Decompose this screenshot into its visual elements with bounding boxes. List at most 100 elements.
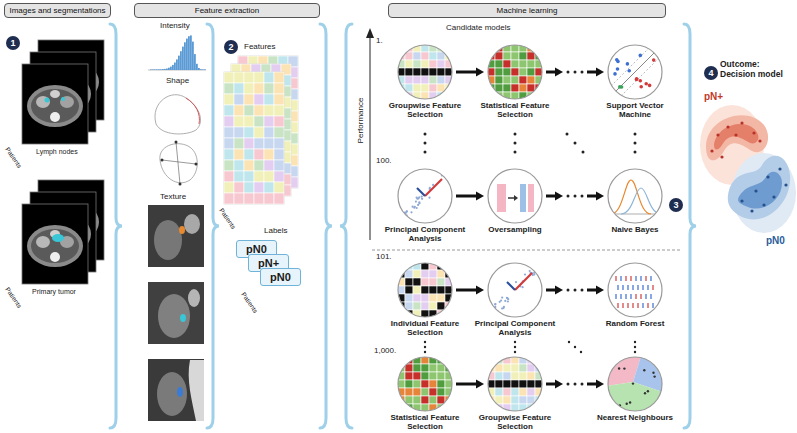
art-circle — [567, 71, 570, 74]
node-text: 4 — [708, 68, 713, 78]
model-step-circle: Individual Feature Selection — [397, 262, 453, 318]
image-caption: Primary tumor — [32, 288, 76, 295]
art-rect — [429, 380, 437, 388]
flow-arrow — [456, 380, 484, 389]
arrow-head — [476, 286, 484, 295]
art-rect — [421, 364, 429, 372]
art-circle — [514, 346, 516, 348]
art-circle — [608, 263, 662, 317]
art-rect — [254, 171, 264, 182]
art-rect — [503, 364, 511, 372]
art-rect — [244, 72, 254, 83]
art-rect — [162, 69, 164, 71]
rank-number: 101. — [376, 252, 392, 261]
art-rect — [495, 380, 503, 388]
art-rect — [234, 94, 244, 105]
art-circle — [720, 155, 723, 158]
art-rect — [254, 138, 264, 149]
art-circle — [653, 375, 655, 377]
art-rect — [421, 286, 429, 294]
art-rect — [405, 380, 413, 388]
art-rect — [274, 138, 284, 149]
art-circle — [639, 79, 643, 83]
art-rect — [166, 69, 168, 71]
art-rect — [429, 52, 437, 60]
art-rect — [234, 72, 244, 83]
art-circle — [398, 45, 452, 99]
art-rect — [519, 84, 527, 92]
art-path — [684, 24, 696, 428]
arrow-head — [476, 192, 484, 201]
node-text: Machine learning — [497, 6, 558, 15]
art-rect — [264, 105, 274, 116]
art-rect — [204, 69, 206, 71]
art-line — [632, 303, 633, 308]
art-circle — [424, 151, 427, 154]
art-rect — [224, 72, 284, 204]
model-step-circle: Oversampling — [487, 168, 543, 224]
art-rect — [254, 83, 264, 94]
art-rect — [421, 270, 429, 278]
art-rect — [172, 65, 174, 70]
art-rect — [511, 388, 519, 396]
art-rect — [264, 138, 274, 149]
art-line — [647, 303, 648, 308]
art-polygon — [514, 195, 518, 201]
art-circle — [618, 367, 620, 369]
art-rect — [487, 44, 495, 52]
art-rect — [224, 83, 234, 94]
art-rect — [503, 84, 511, 92]
art-rect — [397, 44, 453, 100]
art-ellipse — [52, 234, 64, 242]
callout-number: 4 — [704, 66, 718, 80]
art-rect — [487, 92, 495, 100]
art-polygon — [366, 28, 374, 38]
art-circle — [195, 163, 198, 166]
arrow-shaft — [546, 71, 556, 74]
art-rect — [200, 69, 202, 71]
art-rect — [254, 72, 264, 83]
art-rect — [487, 168, 543, 224]
step-label: Principal Component Analysis — [381, 226, 469, 244]
art-rect — [274, 105, 284, 116]
art-g — [607, 262, 663, 318]
art-rect — [244, 83, 254, 94]
art-rect — [156, 69, 158, 71]
flow-arrow — [546, 380, 604, 389]
art-line — [650, 276, 651, 281]
art-rect — [429, 302, 437, 310]
art-rect — [148, 359, 204, 421]
art-circle — [424, 341, 426, 343]
art-rect — [148, 282, 204, 344]
art-circle — [418, 201, 420, 203]
art-circle — [608, 45, 662, 99]
flow-arrow — [546, 68, 604, 77]
art-circle — [634, 346, 636, 348]
art-rect — [397, 404, 405, 412]
art-line — [645, 294, 646, 299]
art-rect — [405, 76, 413, 84]
art-circle — [504, 300, 506, 302]
art-rect — [437, 380, 445, 388]
art-circle — [581, 383, 584, 386]
art-rect — [429, 60, 437, 68]
art-rect — [503, 52, 511, 60]
arrow-head — [476, 380, 484, 389]
art-circle — [514, 142, 517, 145]
art-rect — [264, 94, 274, 105]
art-path — [320, 24, 332, 428]
art-rect — [264, 171, 274, 182]
arrow-head — [555, 286, 563, 295]
art-circle — [653, 361, 655, 363]
art-path — [738, 172, 782, 209]
art-circle — [581, 195, 584, 198]
art-rect — [413, 68, 421, 76]
art-rect — [503, 396, 511, 404]
art-line — [617, 285, 618, 290]
art-circle — [772, 195, 775, 198]
arrow-shaft — [456, 71, 477, 74]
art-g — [397, 44, 453, 100]
model-step-circle: Principal Component Analysis — [397, 168, 453, 224]
art-rect — [254, 116, 264, 127]
art-rect — [421, 388, 429, 396]
